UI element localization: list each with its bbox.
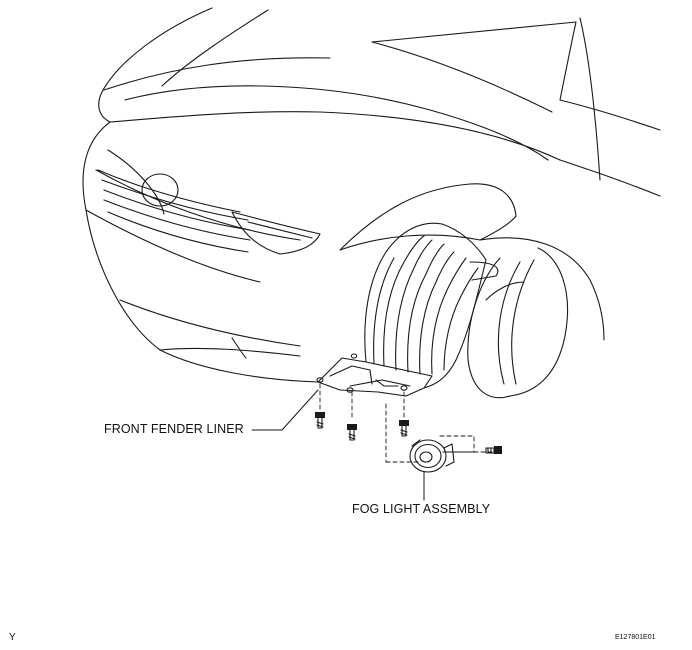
leader-lines <box>251 389 425 501</box>
fender-outline <box>339 159 661 341</box>
front-bumper <box>82 121 319 383</box>
emblem <box>141 173 179 207</box>
corner-code: Y <box>9 632 16 643</box>
fog-light-assembly-label: FOG LIGHT ASSEMBLY <box>352 502 491 516</box>
front-fender-liner-part <box>364 222 499 389</box>
grille <box>97 149 251 253</box>
figure-id: E127801E01 <box>615 634 656 641</box>
liner-screw-2 <box>347 424 357 441</box>
liner-flange <box>316 353 433 397</box>
windshield <box>371 17 661 181</box>
fog-light-screw <box>485 446 502 454</box>
fog-light-part <box>409 439 455 473</box>
liner-screw-1 <box>315 412 325 429</box>
tire <box>467 247 569 399</box>
liner-screw-3 <box>399 420 409 437</box>
front-fender-liner-label: FRONT FENDER LINER <box>104 422 244 436</box>
headlight <box>231 211 321 255</box>
hood <box>98 7 561 161</box>
